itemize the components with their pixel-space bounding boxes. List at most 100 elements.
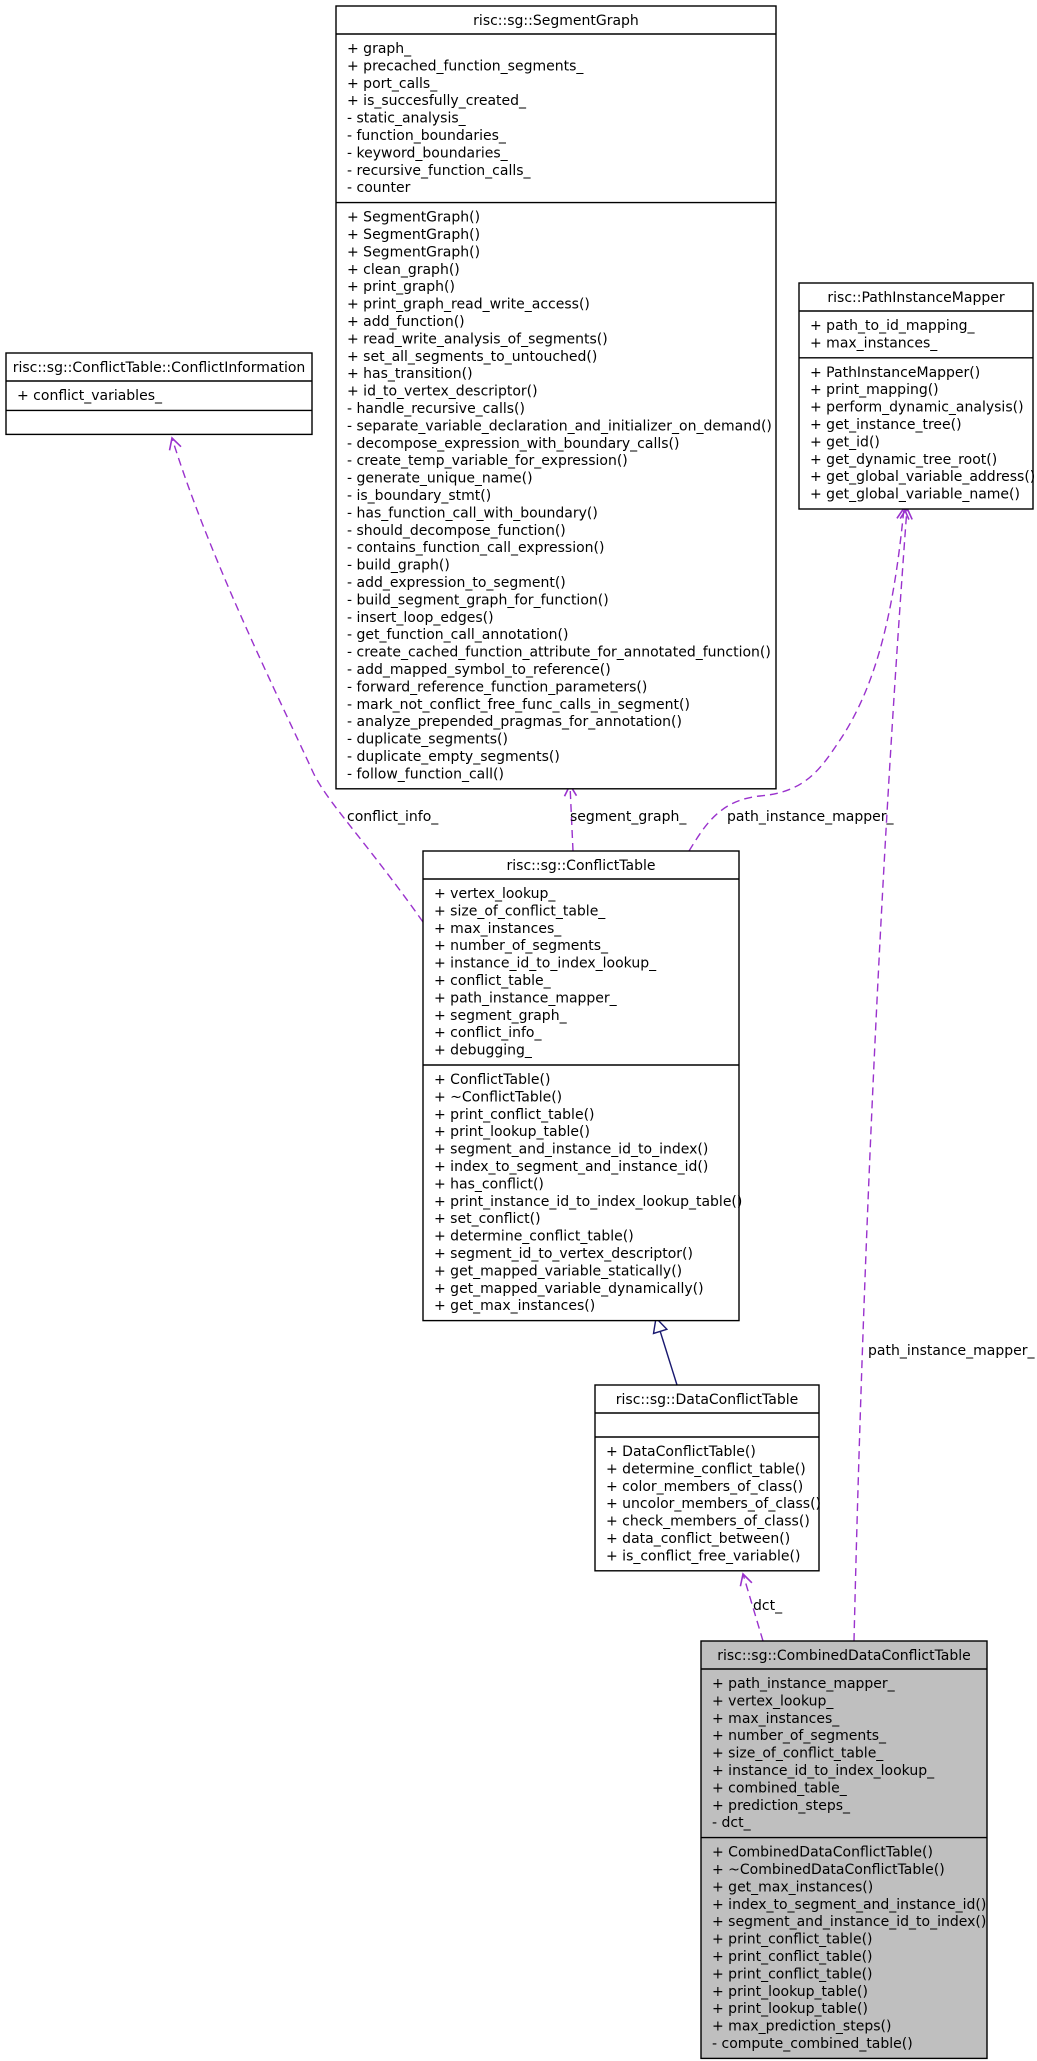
class-conflict-table: risc::sg::ConflictTable+ vertex_lookup_+… bbox=[422, 850, 742, 1322]
class-method: - create_temp_variable_for_expression() bbox=[347, 453, 628, 469]
class-attribute: - dct_ bbox=[712, 1815, 752, 1831]
class-method: + SegmentGraph() bbox=[347, 227, 480, 243]
class-method: + has_conflict() bbox=[434, 1176, 544, 1192]
class-attribute: - keyword_boundaries_ bbox=[347, 145, 509, 161]
class-attribute: - static_analysis_ bbox=[347, 111, 467, 127]
class-attribute: + instance_id_to_index_lookup_ bbox=[434, 956, 657, 972]
class-method: + get_global_variable_address() bbox=[810, 469, 1035, 485]
class-method: + has_transition() bbox=[347, 366, 473, 382]
class-box-frame bbox=[335, 5, 777, 790]
edge-label-path-instance-mapper-ct: path_instance_mapper_ bbox=[727, 809, 894, 825]
class-attribute: + conflict_variables_ bbox=[17, 388, 163, 404]
class-method: + is_conflict_free_variable() bbox=[606, 1548, 800, 1564]
class-segment-graph: risc::sg::SegmentGraph+ graph_+ precache… bbox=[335, 5, 777, 790]
class-attribute: - recursive_function_calls_ bbox=[347, 163, 532, 179]
class-method: + id_to_vertex_descriptor() bbox=[347, 384, 538, 400]
class-method: + get_mapped_variable_dynamically() bbox=[434, 1281, 704, 1297]
class-method: + add_function() bbox=[347, 314, 465, 330]
class-attribute: + path_instance_mapper_ bbox=[712, 1676, 896, 1692]
class-conflict-information: risc::sg::ConflictTable::ConflictInforma… bbox=[5, 352, 313, 436]
class-method: + PathInstanceMapper() bbox=[810, 365, 980, 381]
class-method: + ~ConflictTable() bbox=[434, 1089, 562, 1105]
class-method: + print_conflict_table() bbox=[712, 1932, 873, 1948]
edge-label-conflict-info: conflict_info_ bbox=[347, 809, 439, 825]
class-method: + determine_conflict_table() bbox=[434, 1229, 634, 1245]
class-box-frame bbox=[594, 1384, 820, 1572]
class-attribute: - counter bbox=[347, 180, 411, 196]
class-method: + print_lookup_table() bbox=[434, 1124, 590, 1140]
class-box-frame bbox=[700, 1640, 988, 2060]
class-method: - create_cached_function_attribute_for_a… bbox=[347, 645, 771, 661]
class-attribute: + port_calls_ bbox=[347, 76, 438, 92]
class-method: + segment_and_instance_id_to_index() bbox=[712, 1914, 986, 1930]
class-method: - separate_variable_declaration_and_init… bbox=[347, 418, 772, 434]
class-method: - contains_function_call_expression() bbox=[347, 540, 604, 556]
class-method: + clean_graph() bbox=[347, 262, 460, 278]
class-method: + get_instance_tree() bbox=[810, 417, 962, 433]
edge-label-dct: dct_ bbox=[753, 1598, 783, 1614]
class-attribute: + precached_function_segments_ bbox=[347, 58, 584, 74]
class-method: + index_to_segment_and_instance_id() bbox=[434, 1159, 708, 1175]
class-attribute: + max_instances_ bbox=[810, 335, 938, 351]
class-attribute: + number_of_segments_ bbox=[712, 1728, 887, 1744]
class-method: - is_boundary_stmt() bbox=[347, 488, 491, 504]
class-method: + get_global_variable_name() bbox=[810, 487, 1020, 503]
class-path-instance-mapper: risc::PathInstanceMapper+ path_to_id_map… bbox=[798, 282, 1035, 510]
class-method: - build_graph() bbox=[347, 558, 450, 574]
class-method: + ~CombinedDataConflictTable() bbox=[712, 1862, 945, 1878]
class-method: + data_conflict_between() bbox=[606, 1531, 790, 1547]
class-method: + get_mapped_variable_statically() bbox=[434, 1263, 682, 1279]
class-combined-data-conflict-table: risc::sg::CombinedDataConflictTable+ pat… bbox=[700, 1640, 988, 2060]
class-method: + read_write_analysis_of_segments() bbox=[347, 331, 608, 347]
edge-inheritance bbox=[656, 1318, 678, 1386]
class-attribute: + vertex_lookup_ bbox=[712, 1693, 834, 1709]
class-attribute: + graph_ bbox=[347, 41, 412, 57]
class-method: - handle_recursive_calls() bbox=[347, 401, 525, 417]
class-attribute: + max_instances_ bbox=[434, 921, 562, 937]
class-method: + SegmentGraph() bbox=[347, 244, 480, 260]
class-method: - decompose_expression_with_boundary_cal… bbox=[347, 436, 679, 452]
class-attribute: - function_boundaries_ bbox=[347, 128, 507, 144]
class-method: + perform_dynamic_analysis() bbox=[810, 400, 1024, 416]
class-method: + CombinedDataConflictTable() bbox=[712, 1845, 933, 1861]
class-attribute: + size_of_conflict_table_ bbox=[712, 1746, 884, 1762]
class-data-conflict-table: risc::sg::DataConflictTable+ DataConflic… bbox=[594, 1384, 821, 1572]
edge-label-segment-graph: segment_graph_ bbox=[570, 809, 687, 825]
class-method: + get_dynamic_tree_root() bbox=[810, 452, 997, 468]
class-name: risc::sg::DataConflictTable bbox=[616, 1392, 798, 1408]
class-method: + max_prediction_steps() bbox=[712, 2019, 891, 2035]
class-name: risc::sg::ConflictTable bbox=[507, 858, 656, 874]
class-method: - has_function_call_with_boundary() bbox=[347, 505, 598, 521]
class-attribute: + combined_table_ bbox=[712, 1780, 848, 1796]
class-method: + set_all_segments_to_untouched() bbox=[347, 349, 597, 365]
class-method: + determine_conflict_table() bbox=[606, 1461, 806, 1477]
class-method: - compute_combined_table() bbox=[712, 2036, 913, 2052]
class-attribute: + debugging_ bbox=[434, 1043, 533, 1059]
class-name: risc::PathInstanceMapper bbox=[827, 290, 1004, 306]
class-attribute: + vertex_lookup_ bbox=[434, 886, 556, 902]
class-method: + print_graph_read_write_access() bbox=[347, 297, 590, 313]
class-attribute: + conflict_info_ bbox=[434, 1025, 542, 1041]
class-method: + get_id() bbox=[810, 434, 880, 450]
class-method: - mark_not_conflict_free_func_calls_in_s… bbox=[347, 697, 690, 713]
class-method: + uncolor_members_of_class() bbox=[606, 1496, 821, 1512]
class-method: + DataConflictTable() bbox=[606, 1444, 756, 1460]
class-method: + set_conflict() bbox=[434, 1211, 541, 1227]
class-method: + print_conflict_table() bbox=[712, 1949, 873, 1965]
class-attribute: + path_instance_mapper_ bbox=[434, 990, 618, 1006]
class-box-frame bbox=[798, 282, 1034, 510]
class-method: - follow_function_call() bbox=[347, 766, 504, 782]
class-attribute: + size_of_conflict_table_ bbox=[434, 903, 606, 919]
class-method: - generate_unique_name() bbox=[347, 471, 533, 487]
class-method: + check_members_of_class() bbox=[606, 1514, 810, 1530]
class-method: + ConflictTable() bbox=[434, 1072, 550, 1088]
class-method: - should_decompose_function() bbox=[347, 523, 566, 539]
class-attribute: + prediction_steps_ bbox=[712, 1798, 851, 1814]
class-method: + print_lookup_table() bbox=[712, 1984, 868, 2000]
class-method: + segment_and_instance_id_to_index() bbox=[434, 1142, 708, 1158]
class-box-frame bbox=[5, 352, 313, 436]
class-method: + color_members_of_class() bbox=[606, 1479, 803, 1495]
class-attribute: + instance_id_to_index_lookup_ bbox=[712, 1763, 935, 1779]
class-method: + print_lookup_table() bbox=[712, 2001, 868, 2017]
